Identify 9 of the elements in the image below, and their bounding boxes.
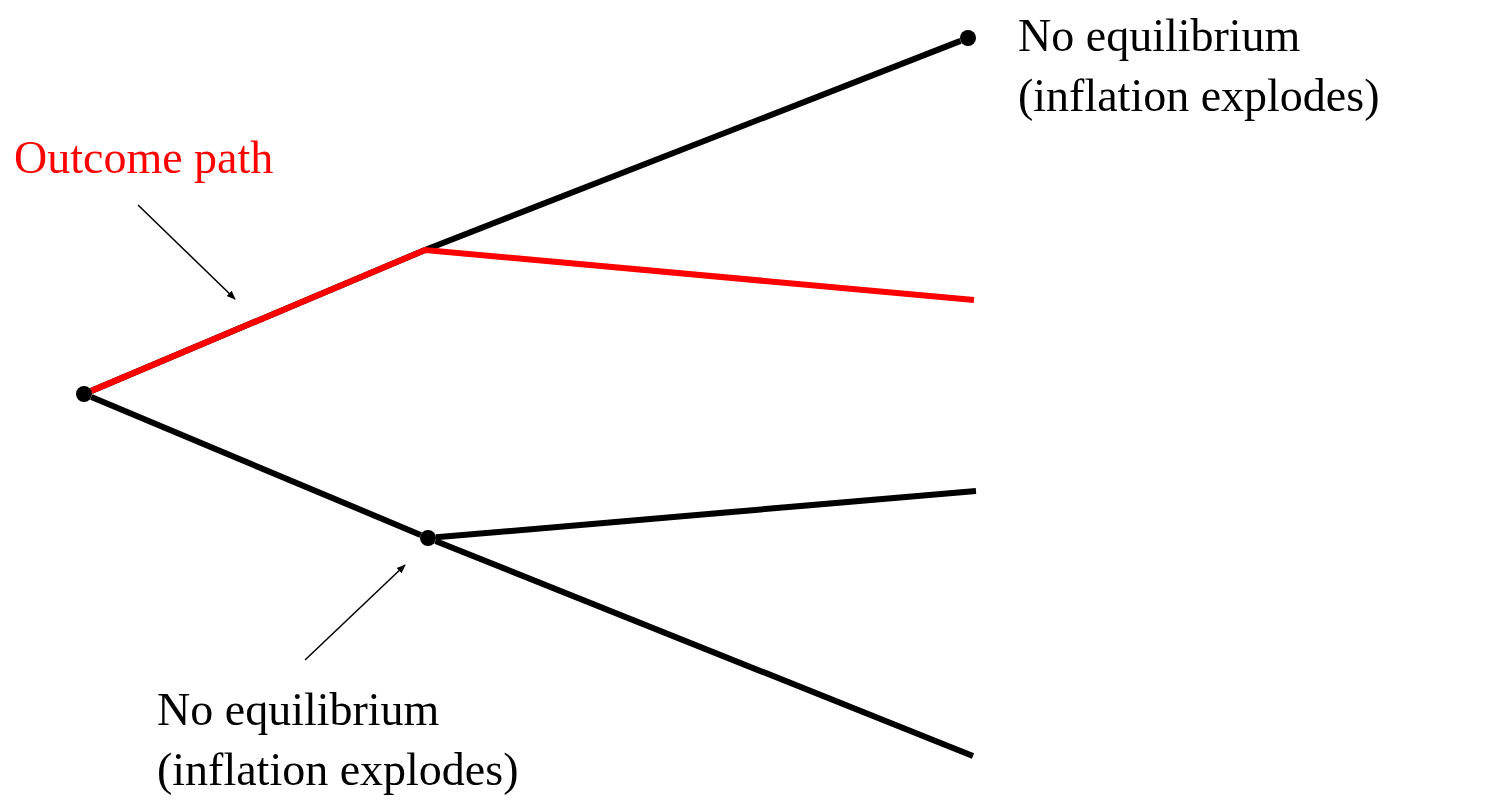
branch-line [435, 488, 977, 541]
node-label: Outcome path [14, 131, 275, 185]
branch-line [90, 394, 422, 538]
node-label: No equilibrium (inflation explodes) [157, 683, 520, 797]
arrow [304, 564, 406, 661]
node-caption: No equilibrium (inflation explodes) [1018, 9, 1381, 123]
arrow [137, 204, 236, 300]
branch-line [434, 538, 975, 759]
branch-line [90, 246, 975, 394]
